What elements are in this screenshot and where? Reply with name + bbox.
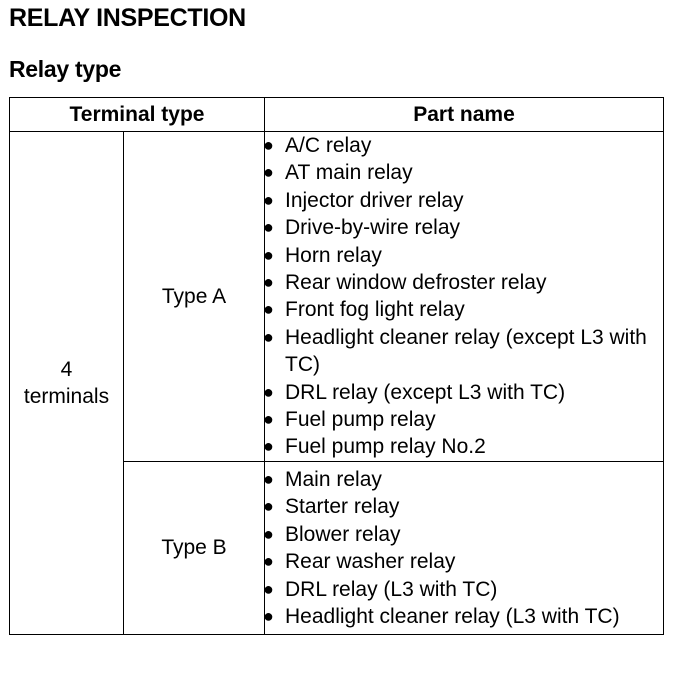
list-item: ●Rear washer relay: [263, 548, 663, 575]
bullet-icon: ●: [263, 409, 274, 430]
list-item: ●Drive-by-wire relay: [263, 214, 663, 241]
bullet-icon: ●: [263, 244, 274, 265]
terminals-label: terminals: [23, 385, 110, 409]
bullet-icon: ●: [263, 162, 274, 183]
list-item: ●Blower relay: [263, 521, 663, 548]
list-item: ●Horn relay: [263, 242, 663, 269]
bullet-icon: ●: [263, 299, 274, 320]
bullet-icon: ●: [263, 436, 274, 457]
type-a-cell: Type A: [123, 131, 265, 462]
bullet-icon: ●: [263, 326, 274, 347]
bullet-icon: ●: [263, 272, 274, 293]
table-row-type-a: 4 terminals Type A ●A/C relay ●AT main r…: [9, 130, 664, 636]
list-item: ●Injector driver relay: [263, 187, 663, 214]
table-row-type-b: Type B ●Main relay ●Starter relay ●Blowe…: [10, 460, 664, 636]
terminals-count: 4: [60, 357, 73, 381]
type-b-parts-cell: ●Main relay ●Starter relay ●Blower relay…: [263, 460, 664, 636]
bullet-icon: ●: [263, 496, 274, 517]
relay-type-table: Terminal type Part name 4 terminals Type…: [9, 97, 664, 636]
page-title: RELAY INSPECTION: [9, 4, 246, 32]
bullet-icon: ●: [263, 135, 274, 155]
bullet-icon: ●: [263, 217, 274, 238]
list-item: ●AT main relay: [263, 159, 663, 186]
bullet-icon: ●: [263, 551, 274, 572]
bullet-icon: ●: [263, 523, 274, 544]
type-a-parts-cell: ●A/C relay ●AT main relay ●Injector driv…: [263, 131, 664, 462]
type-b-cell: Type B: [123, 460, 265, 636]
bullet-icon: ●: [263, 605, 274, 626]
type-b-parts-list: ●Main relay ●Starter relay ●Blower relay…: [263, 466, 663, 630]
list-item: ●Main relay: [263, 466, 663, 493]
table-header-row: Terminal type Part name: [9, 97, 664, 132]
bullet-icon: ●: [263, 578, 274, 599]
section-title: Relay type: [9, 56, 122, 82]
type-a-parts-list: ●A/C relay ●AT main relay ●Injector driv…: [263, 132, 663, 461]
list-item: ●Headlight cleaner relay (except L3 with…: [263, 325, 647, 377]
part-name-header: Part name: [264, 97, 664, 132]
list-item: ●A/C relay: [263, 132, 663, 159]
list-item: ●DRL relay (except L3 with TC): [263, 379, 663, 406]
list-item: ●Front fog light relay: [263, 296, 663, 323]
list-item: ●Headlight cleaner relay (L3 with TC): [263, 603, 663, 630]
terminals-cell: 4 terminals: [9, 130, 124, 636]
terminal-type-header: Terminal type: [9, 97, 265, 132]
bullet-icon: ●: [263, 189, 274, 210]
bullet-icon: ●: [263, 468, 274, 489]
list-item: ●Fuel pump relay No.2: [263, 433, 663, 460]
list-item: ●Rear window defroster relay: [263, 269, 663, 296]
list-item: ●DRL relay (L3 with TC): [263, 576, 663, 603]
bullet-icon: ●: [263, 381, 274, 402]
list-item: ●Fuel pump relay: [263, 406, 663, 433]
list-item: ●Starter relay: [263, 493, 663, 520]
